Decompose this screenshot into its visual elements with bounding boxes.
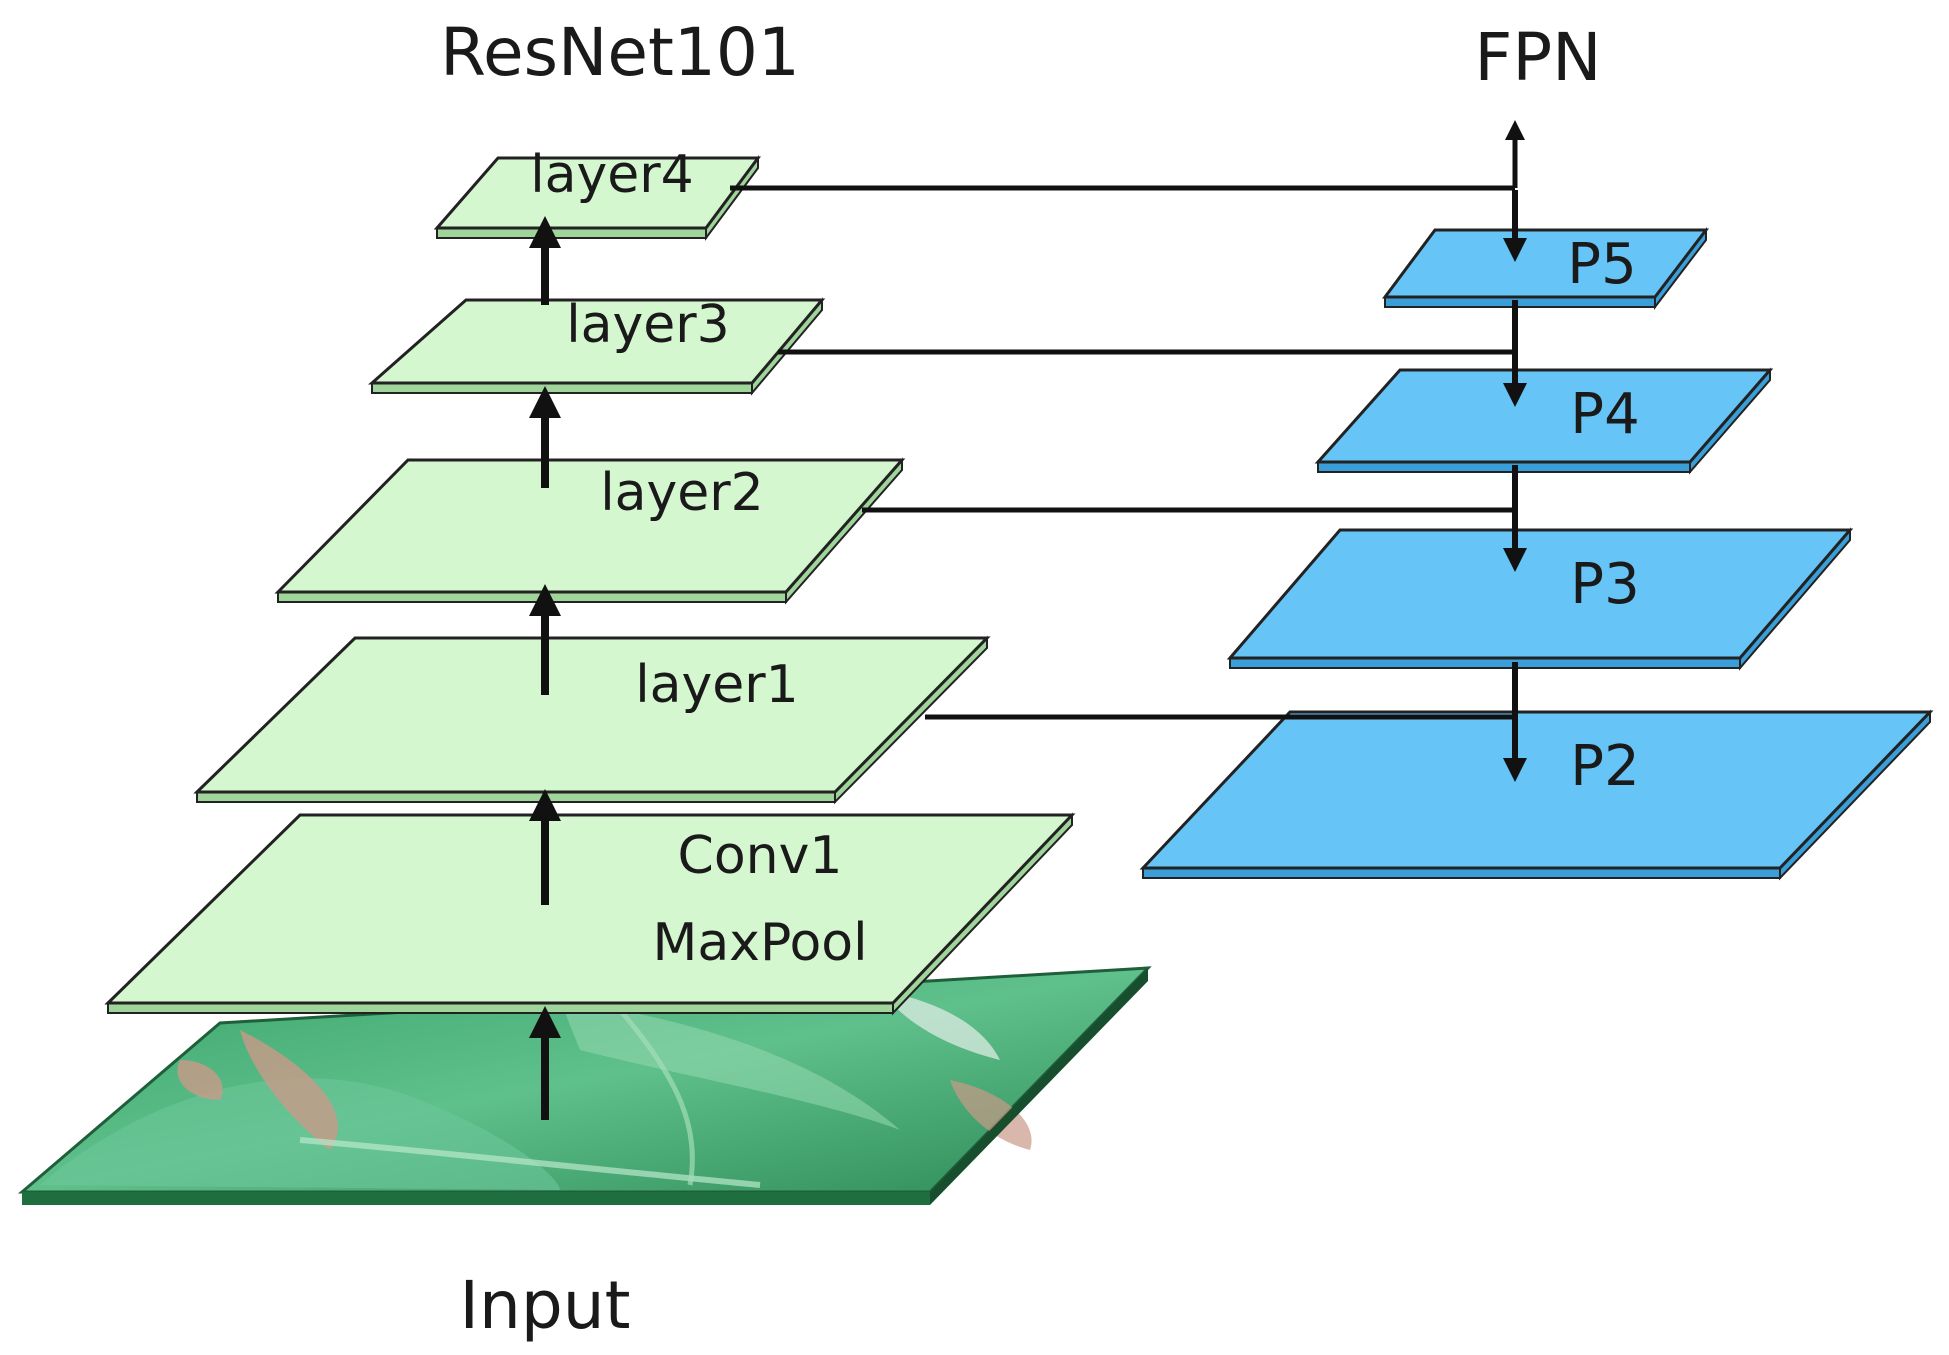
backbone-layer4-label: layer4: [530, 145, 694, 205]
backbone-conv1-label: Conv1: [678, 826, 843, 886]
backbone-layer1: layer1: [193, 635, 991, 805]
backbone-layer2: layer2: [274, 457, 906, 605]
fpn-p2-top: [1139, 710, 1934, 870]
backbone-layer2-label: layer2: [600, 463, 764, 523]
fpn-p5-label: P5: [1567, 232, 1636, 297]
backbone-layer3-label: layer3: [566, 295, 730, 355]
backbone-layer1-top: [193, 636, 991, 794]
backbone-layer2-top: [274, 458, 906, 594]
fpn-p2: P2: [1139, 709, 1934, 881]
backbone-layer1-label: layer1: [635, 655, 799, 715]
backbone-layer4: layer4: [433, 145, 761, 242]
backbone-layer3-top: [368, 298, 826, 385]
backbone-conv1-top: [104, 813, 1076, 1005]
input-label: Input: [460, 1267, 631, 1344]
fpn-p4: P4: [1314, 367, 1774, 475]
fpn-p3-label: P3: [1570, 552, 1639, 617]
fpn-levels: P2 P3 P4 P5: [1139, 227, 1934, 881]
fpn-title: FPN: [1474, 19, 1601, 96]
fpn-p2-label: P2: [1570, 734, 1639, 799]
backbone-layer4-top: [433, 156, 761, 230]
fpn-p3-top: [1226, 528, 1854, 660]
fpn-p5-top: [1382, 228, 1710, 299]
input-image-slab: [17, 966, 1152, 1205]
fpn-p3: P3: [1226, 527, 1854, 671]
backbone-conv1-label: MaxPool: [652, 913, 867, 973]
backbone-title: ResNet101: [440, 14, 800, 91]
connections: [529, 120, 1527, 1120]
backbone-layer3: layer3: [368, 295, 826, 396]
fpn-p4-label: P4: [1570, 382, 1639, 447]
fpn-p5: P5: [1382, 227, 1710, 310]
fpn-p4-top: [1314, 368, 1774, 464]
